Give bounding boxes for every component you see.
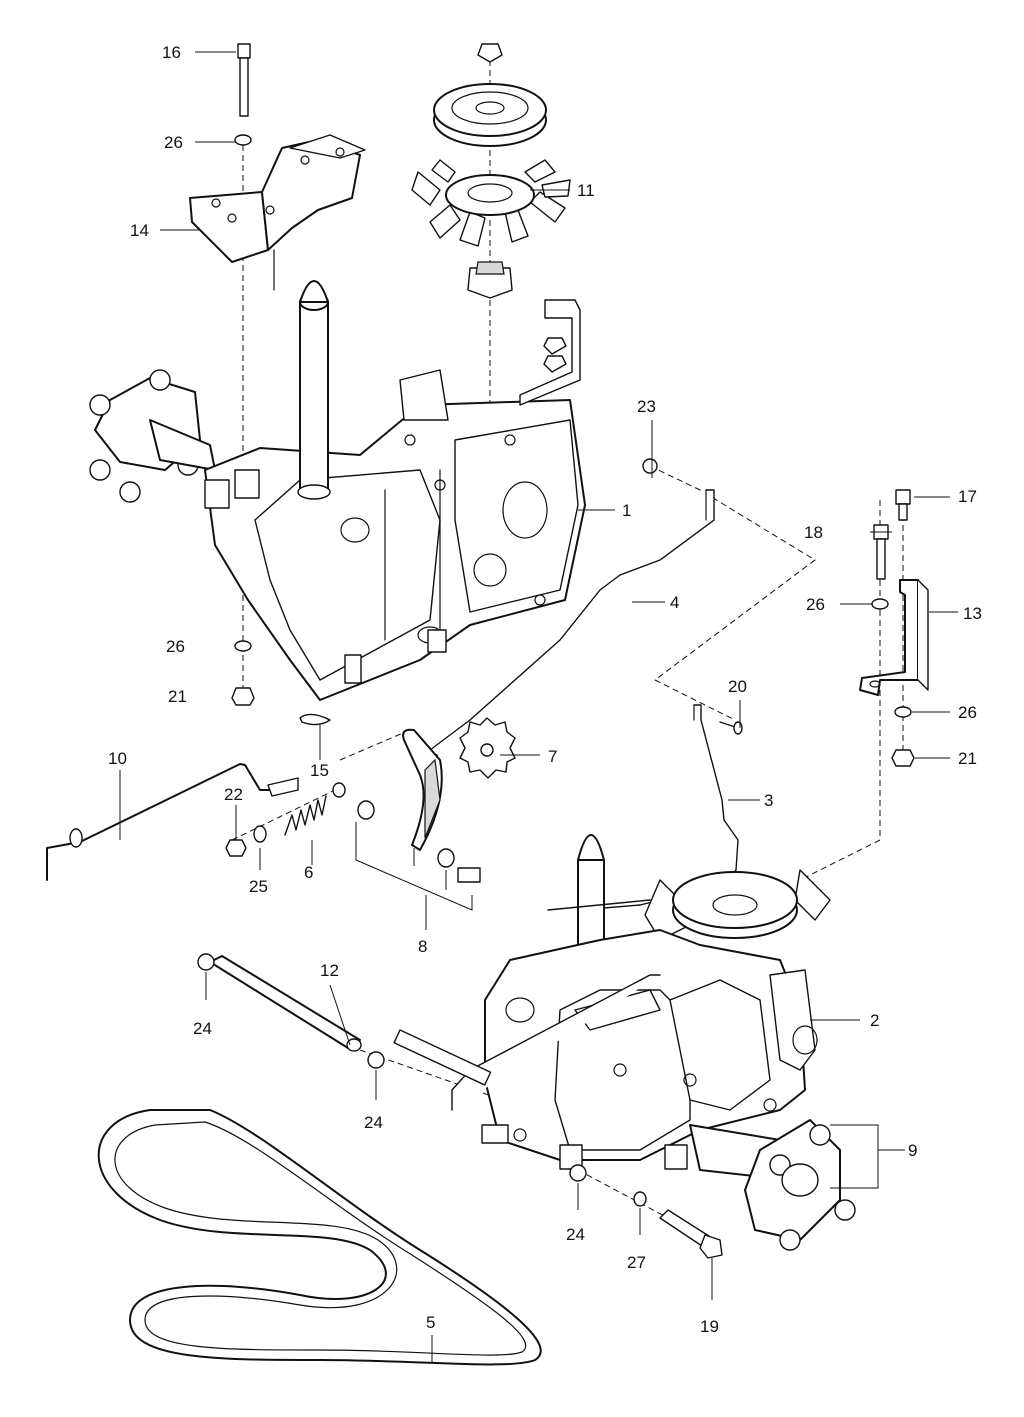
- callout-10: 10: [108, 749, 127, 768]
- part-16-bolt: [237, 43, 251, 117]
- part-8-lever-assembly: [355, 728, 481, 911]
- part-26-washer-left: [234, 640, 252, 652]
- callout-23: 23: [637, 397, 656, 416]
- callout-19: 19: [700, 1317, 719, 1336]
- callout-1: 1: [622, 501, 631, 520]
- callout-16: 16: [162, 43, 181, 62]
- part-21-nut-right: [891, 749, 915, 767]
- callout-24-b: 24: [364, 1113, 383, 1132]
- assembly-guide-lines: [231, 60, 904, 1236]
- part-26-washer-right-top: [871, 598, 889, 610]
- callout-27: 27: [627, 1253, 646, 1272]
- callout-labels: 16 26 14 11 1 23 17 18 13 26 26 21 4 20 …: [108, 43, 982, 1336]
- callout-11: 11: [577, 181, 595, 200]
- callout-13: 13: [963, 604, 982, 623]
- callout-9: 9: [908, 1141, 917, 1160]
- part-20-pin: [719, 721, 743, 735]
- callout-22: 22: [224, 785, 243, 804]
- callout-17: 17: [958, 487, 977, 506]
- part-1-left-transmission: [89, 280, 586, 701]
- part-24-washer-a: [197, 953, 215, 971]
- leader-lines: [119, 51, 958, 1362]
- part-6-spring: [284, 782, 346, 836]
- callout-4: 4: [670, 593, 679, 612]
- callout-26-right-bottom: 26: [958, 703, 977, 722]
- callout-3: 3: [764, 791, 773, 810]
- part-10-rod: [46, 763, 299, 881]
- part-9-hub: [689, 1119, 856, 1251]
- part-2-right-transmission: [393, 834, 831, 1170]
- part-24-washer-c: [569, 1164, 587, 1182]
- callout-5: 5: [426, 1313, 435, 1332]
- part-13-bracket: [859, 579, 929, 696]
- part-12-shaft: [209, 955, 362, 1052]
- part-7-sprocket: [459, 717, 516, 779]
- callout-14: 14: [130, 221, 149, 240]
- callout-26-right-top: 26: [806, 595, 825, 614]
- part-19-bolt: [659, 1209, 723, 1259]
- part-14-bracket: [189, 134, 366, 291]
- part-27-washer: [633, 1191, 647, 1207]
- part-11-pulley-fan: [411, 43, 571, 299]
- callout-8: 8: [418, 937, 427, 956]
- part-24-washer-b: [367, 1051, 385, 1069]
- callout-24-c: 24: [566, 1225, 585, 1244]
- part-25-washer: [253, 825, 267, 843]
- part-5-belt: [97, 1109, 542, 1366]
- part-26-washer-top: [234, 134, 252, 146]
- callout-26-top: 26: [164, 133, 183, 152]
- fan-blades: [411, 159, 571, 247]
- callout-12: 12: [320, 961, 339, 980]
- part-15-clip: [299, 713, 331, 726]
- callout-7: 7: [548, 747, 557, 766]
- part-21-nut-left: [231, 687, 255, 706]
- callout-15: 15: [310, 761, 329, 780]
- part-18-bolt: [873, 524, 889, 580]
- part-26-washer-right-bottom: [894, 706, 912, 718]
- callout-2: 2: [870, 1011, 879, 1030]
- callout-6: 6: [304, 863, 313, 882]
- callout-26-left: 26: [166, 637, 185, 656]
- callout-21-right: 21: [958, 749, 977, 768]
- part-23-nut: [642, 458, 658, 474]
- callout-20: 20: [728, 677, 747, 696]
- callout-25: 25: [249, 877, 268, 896]
- part-22-nut: [225, 839, 247, 857]
- callout-21-left: 21: [168, 687, 187, 706]
- callout-18: 18: [804, 523, 823, 542]
- part-17-bolt: [895, 489, 911, 521]
- callout-24-a: 24: [193, 1019, 212, 1038]
